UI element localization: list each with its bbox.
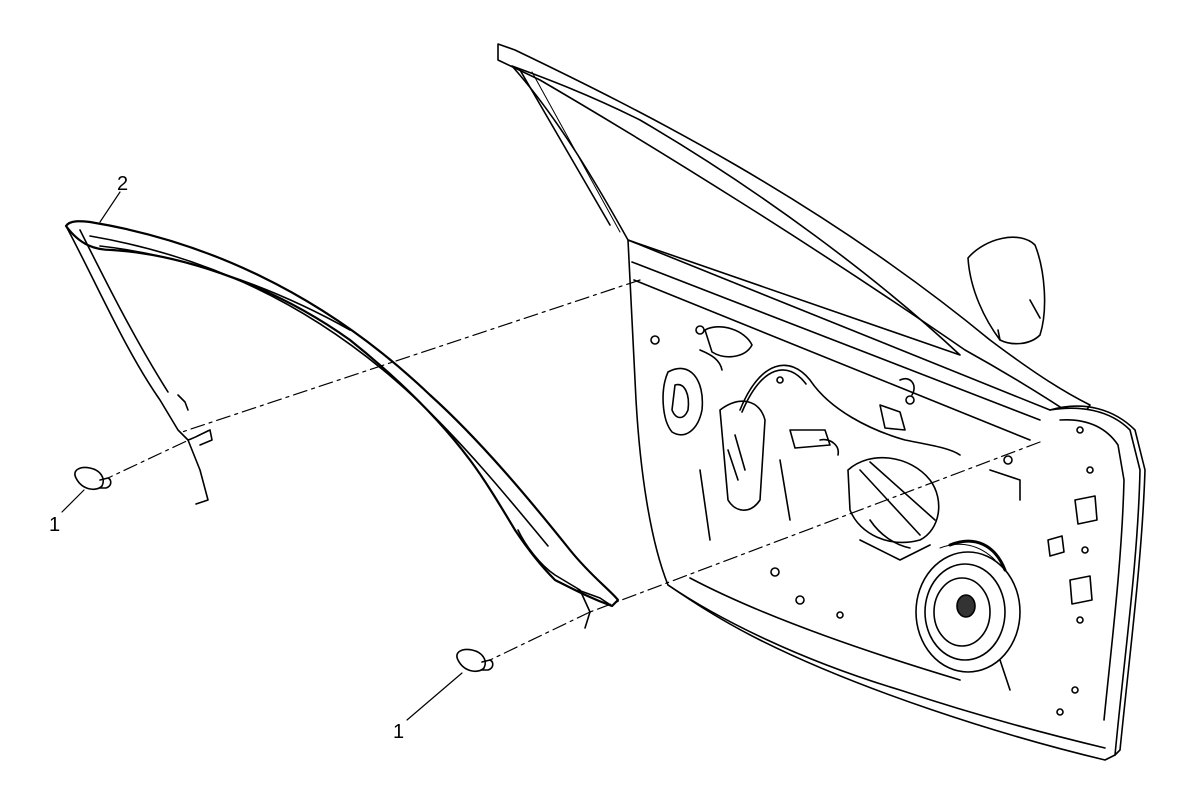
window-glass-run-channel [64,220,620,629]
callout-label-1-fastener-bottom: 1 [393,721,405,743]
leader-line-1b [406,672,463,721]
callout-label-2-channel: 2 [117,173,129,195]
side-mirror [967,236,1046,345]
callout-label-1-fastener-left: 1 [49,514,61,536]
leader-lines [61,191,463,721]
alignment-lines [107,279,1041,661]
front-door-assembly [497,43,1146,761]
push-pin-fastener-b [456,648,494,673]
door-speaker [915,539,1021,673]
leader-line-2 [99,191,121,223]
push-pin-fastener-a [74,466,112,491]
door-panel-access-hole [662,367,704,436]
wiring-harness [739,364,961,456]
window-regulator [847,456,940,544]
leader-line-1a [61,489,85,513]
